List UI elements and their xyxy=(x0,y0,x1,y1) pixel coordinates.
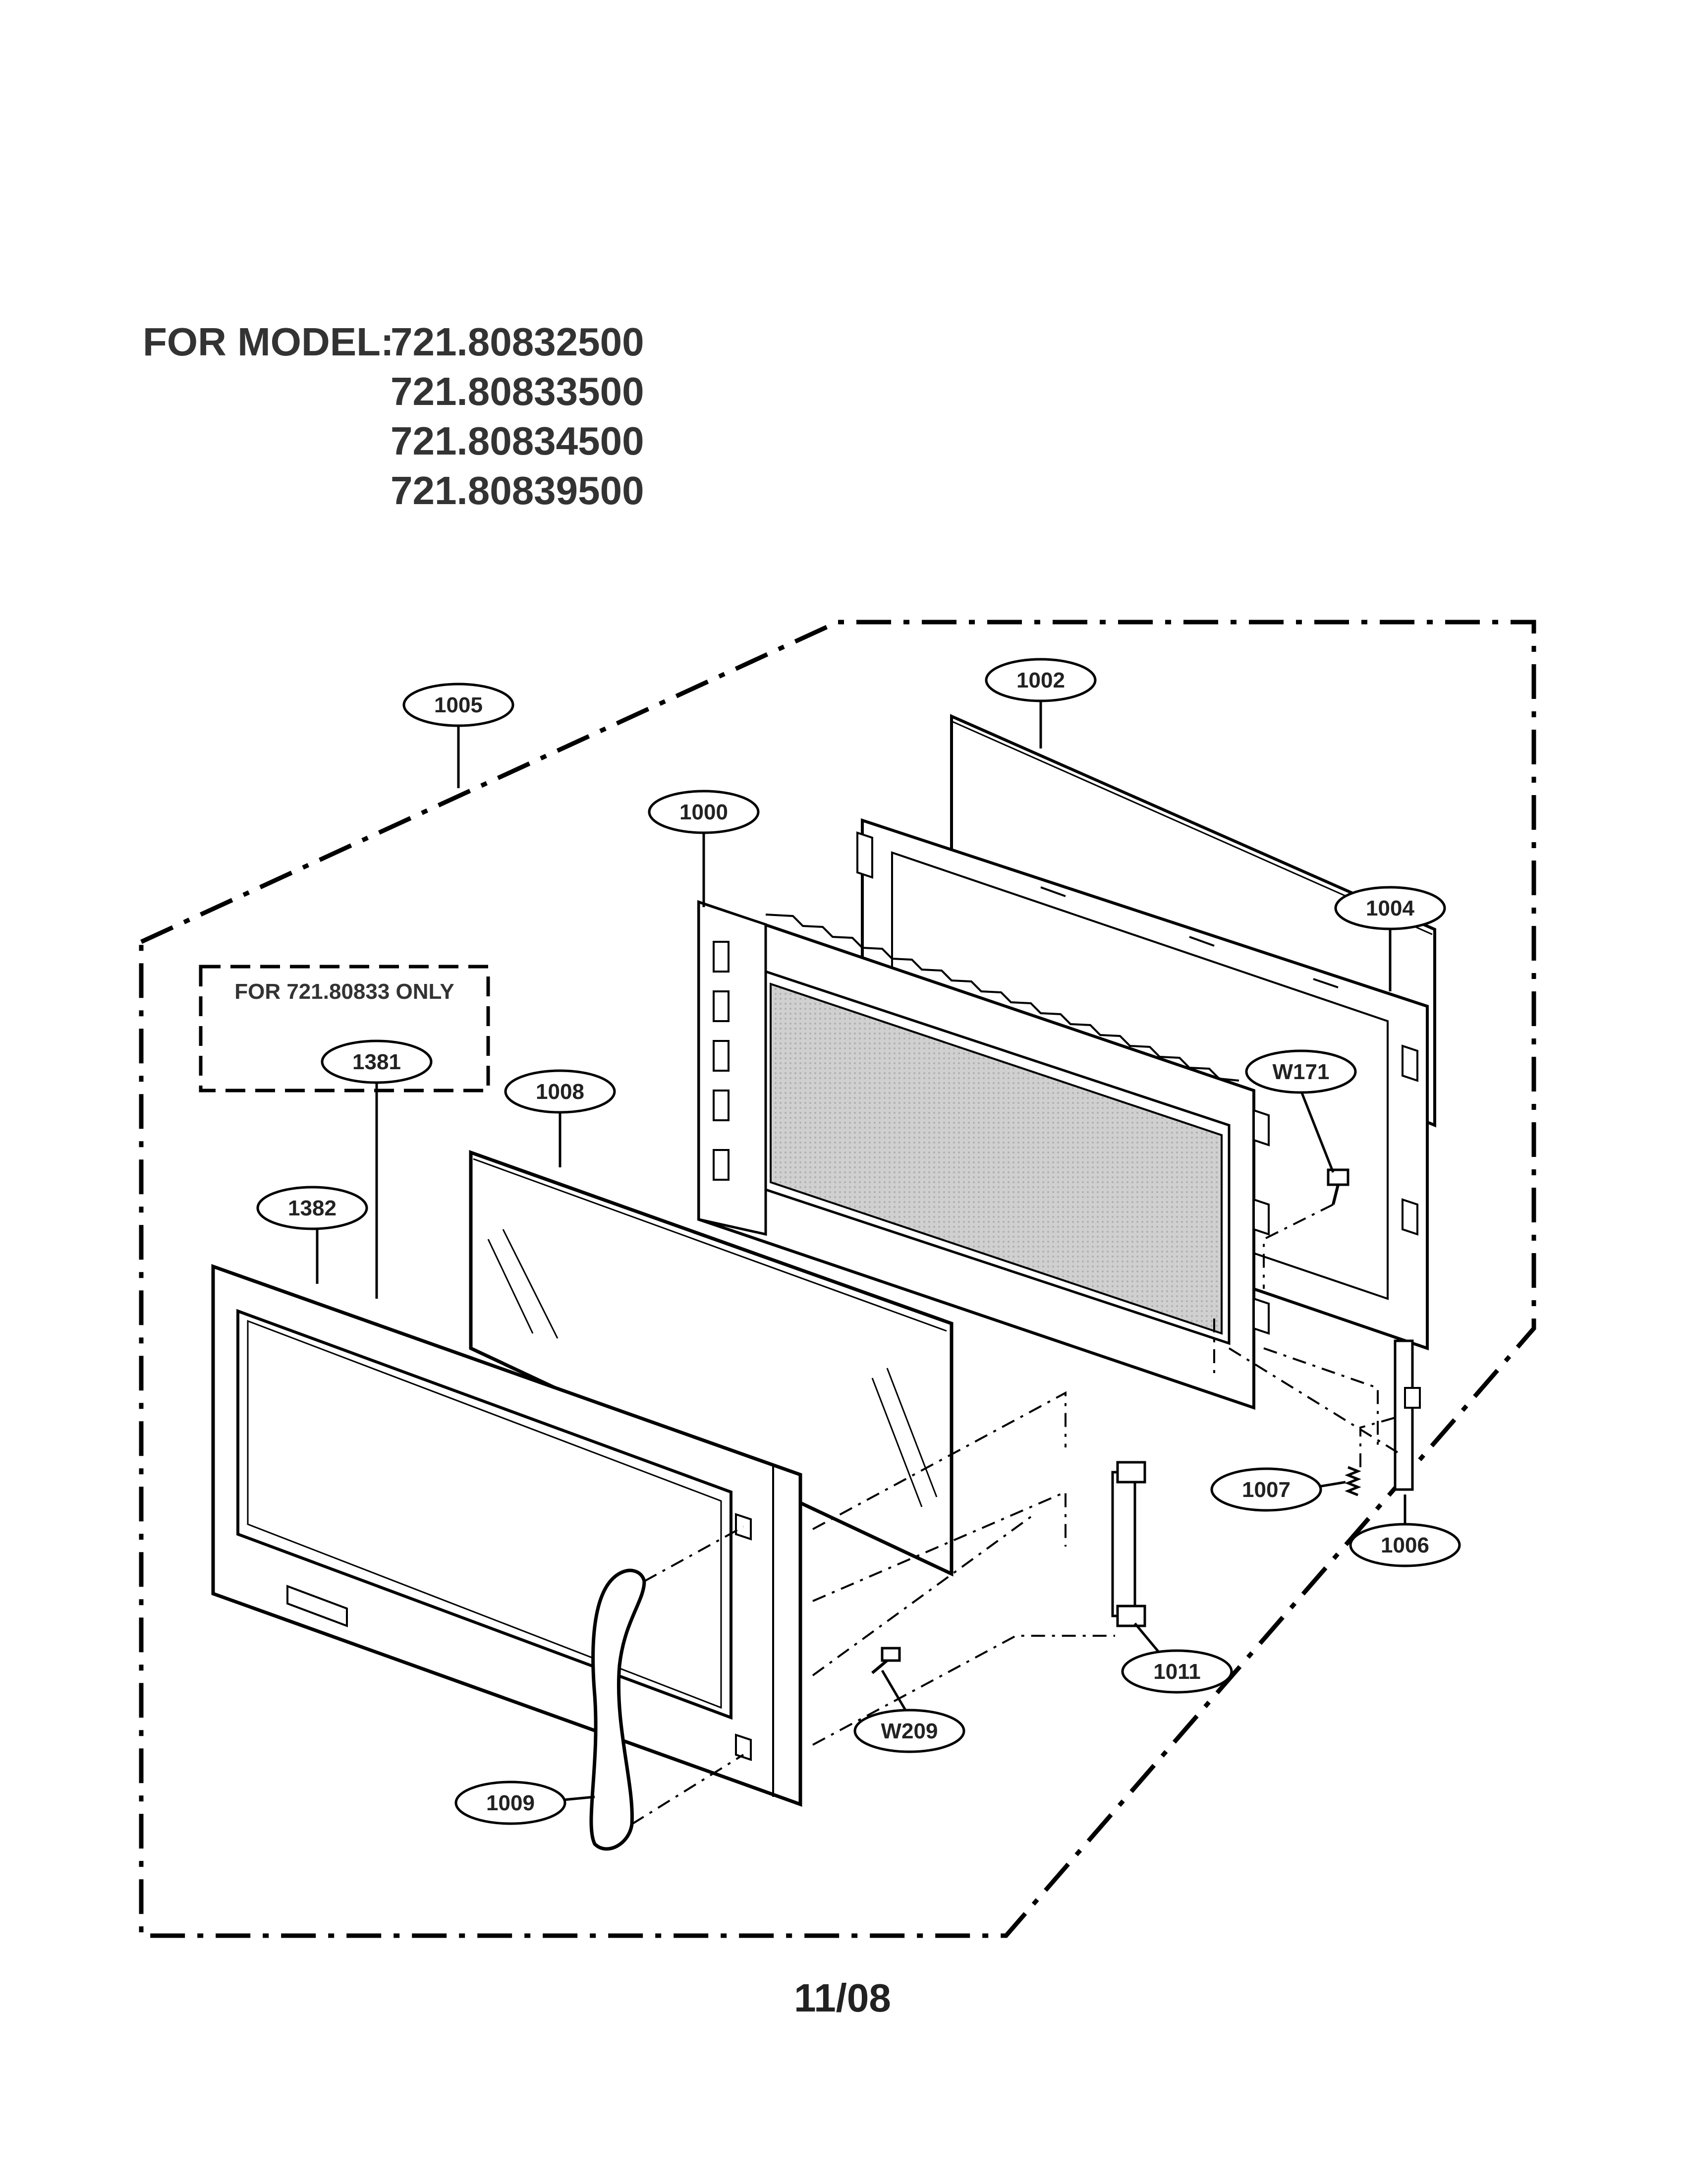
assembly-guide-lines xyxy=(631,1204,1399,1825)
svg-text:1006: 1006 xyxy=(1381,1533,1429,1557)
callout-1006: 1006 xyxy=(1349,1523,1461,1567)
model-number: 721.80834500 xyxy=(391,419,644,463)
svg-text:1011: 1011 xyxy=(1153,1660,1200,1684)
model-header: FOR MODEL:721.80832500 721.80833500 721.… xyxy=(143,317,644,516)
part-1009-handle xyxy=(589,1568,646,1851)
svg-text:1009: 1009 xyxy=(486,1791,535,1815)
note-text: FOR 721.80833 ONLY xyxy=(234,979,454,1004)
svg-text:1008: 1008 xyxy=(536,1080,584,1104)
model-number: 721.80832500 xyxy=(391,320,644,364)
model-row: FOR MODEL:721.80832500 xyxy=(143,317,644,367)
callout-1007: 1007 xyxy=(1210,1467,1322,1512)
model-row: 721.80833500 xyxy=(143,367,644,416)
model-number: 721.80839500 xyxy=(391,468,644,513)
svg-text:1004: 1004 xyxy=(1366,896,1414,920)
svg-text:1382: 1382 xyxy=(288,1196,337,1220)
note-box xyxy=(199,965,490,1092)
model-row: 721.80834500 xyxy=(143,416,644,466)
assembly-boundary xyxy=(139,620,1536,1938)
callout-1381: 1381 xyxy=(321,1039,433,1084)
svg-text:1381: 1381 xyxy=(352,1050,401,1074)
part-1011-latch-hook xyxy=(1111,1461,1146,1627)
svg-text:1002: 1002 xyxy=(1016,668,1065,692)
part-1007-spring xyxy=(1345,1466,1361,1496)
callout-1002: 1002 xyxy=(985,658,1097,702)
callout-1000: 1000 xyxy=(648,790,760,834)
part-1008-outer-glass xyxy=(469,1150,954,1577)
callout-1005: 1005 xyxy=(402,683,514,727)
screw-w209 xyxy=(871,1647,901,1674)
callout-1011: 1011 xyxy=(1121,1649,1233,1694)
svg-text:1005: 1005 xyxy=(434,693,483,717)
callout-w209: W209 xyxy=(853,1709,965,1753)
svg-text:1000: 1000 xyxy=(679,800,728,824)
model-row: 721.80839500 xyxy=(143,466,644,516)
screw-w171 xyxy=(1327,1168,1349,1205)
svg-text:1007: 1007 xyxy=(1242,1478,1291,1502)
model-number: 721.80833500 xyxy=(391,369,644,413)
leader-lines xyxy=(316,699,1406,1803)
callout-1009: 1009 xyxy=(454,1781,566,1825)
model-label: FOR MODEL: xyxy=(143,320,394,364)
callout-1004: 1004 xyxy=(1334,886,1446,930)
svg-text:W171: W171 xyxy=(1273,1060,1330,1084)
svg-text:W209: W209 xyxy=(881,1719,938,1743)
part-1000-door-frame xyxy=(697,900,1270,1410)
part-1006-latch-lever xyxy=(1394,1339,1421,1491)
callout-w171: W171 xyxy=(1245,1049,1357,1094)
callout-1382: 1382 xyxy=(256,1186,368,1230)
callout-1008: 1008 xyxy=(504,1069,616,1114)
revision-date: 11/08 xyxy=(794,1976,891,2020)
